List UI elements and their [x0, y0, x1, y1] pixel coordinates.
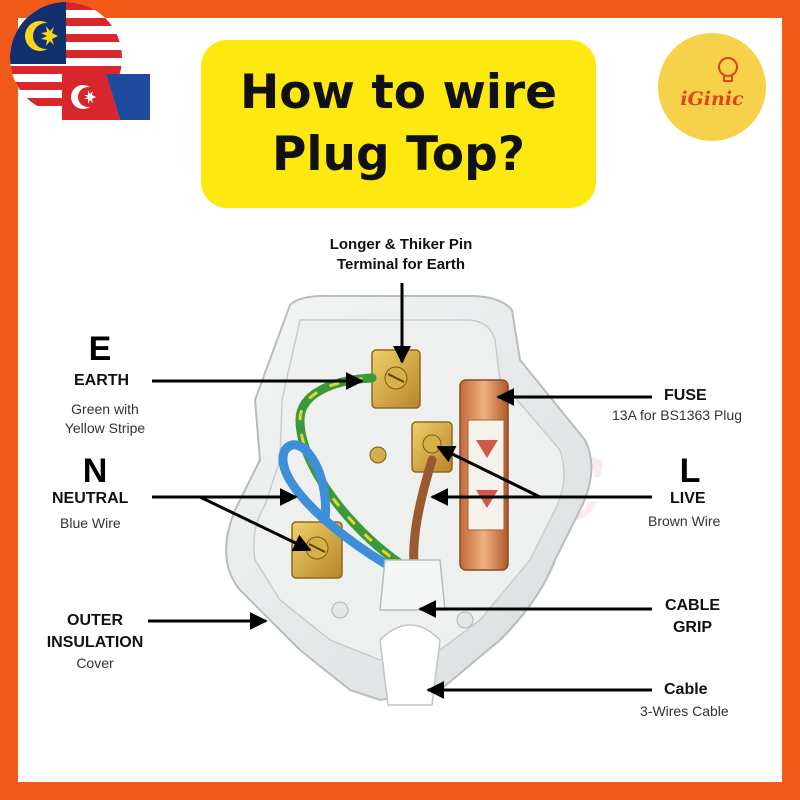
fuse: [460, 380, 508, 570]
cable-grip: [380, 560, 445, 610]
live-letter: L: [670, 452, 710, 491]
neutral-name: NEUTRAL: [52, 490, 128, 508]
cable: [380, 625, 440, 705]
neutral-desc: Blue Wire: [60, 515, 121, 531]
earth-pin-label-line-1: Longer & Thiker Pin: [305, 235, 497, 255]
outer-desc: Cover: [35, 655, 155, 671]
cable-desc: 3-Wires Cable: [640, 703, 729, 719]
neutral-letter: N: [75, 452, 115, 491]
fuse-desc: 13A for BS1363 Plug: [612, 407, 742, 423]
live-name: LIVE: [670, 490, 706, 508]
outer-line-2: INSULATION: [35, 632, 155, 654]
live-desc: Brown Wire: [648, 513, 720, 529]
earth-desc-line-1: Green with: [50, 400, 160, 419]
earth-pin-label-line-2: Terminal for Earth: [305, 255, 497, 275]
cable-grip-line-2: GRIP: [655, 617, 730, 639]
earth-letter: E: [80, 330, 120, 369]
cable-grip-label: CABLE GRIP: [655, 595, 730, 639]
outer-insulation-label: OUTER INSULATION: [35, 610, 155, 654]
outer-line-1: OUTER: [35, 610, 155, 632]
screw-icon: [370, 447, 386, 463]
earth-desc-line-2: Yellow Stripe: [50, 419, 160, 438]
cable-grip-line-1: CABLE: [655, 595, 730, 617]
earth-desc: Green with Yellow Stripe: [50, 400, 160, 438]
earth-pin-label: Longer & Thiker Pin Terminal for Earth: [305, 235, 497, 275]
fuse-name: FUSE: [664, 387, 707, 405]
cable-name: Cable: [664, 681, 708, 699]
earth-name: EARTH: [74, 372, 129, 390]
